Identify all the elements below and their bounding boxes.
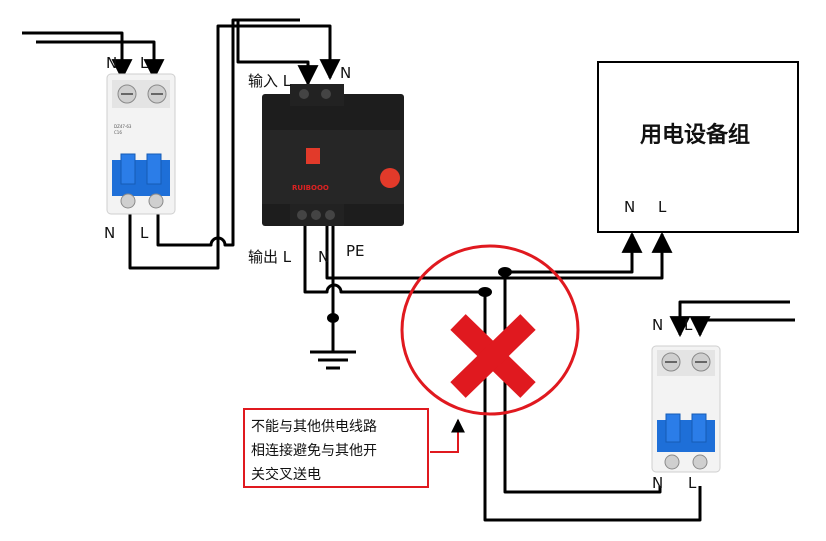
warning-line-3: 关交叉送电 [251,466,321,483]
equipment-group-label: 用电设备组 [640,122,750,148]
breaker-rating-text: C16 [114,130,122,135]
left-breaker-top-n-label: N [106,54,117,72]
equipment-l-label: L [658,198,667,216]
right-breaker [651,345,721,473]
right-supply-n-wire [669,300,790,338]
protector-pe-label: PE [346,242,365,260]
right-breaker-top-n-label: N [652,316,663,334]
test-button-icon [380,168,400,188]
equipment-n-label: N [624,198,635,216]
brand-text: RUIBOOO [292,184,329,192]
led-red [306,148,320,164]
protector-out-n-wire [325,226,673,280]
right-supply-l-wire [689,316,795,338]
protector-input-l-route [233,18,319,87]
left-breaker: DZ47-63 C16 [106,73,176,215]
junction-dots [327,267,512,323]
warning-line-1: 不能与其他供电线路 [251,419,377,435]
protector-input-n-label: N [340,64,351,82]
ground-icon [310,350,356,370]
protector-output-label: 输出 L [248,248,292,266]
warning-line-2: 相连接避免与其他开 [251,442,377,459]
left-breaker-bottom-n-label: N [104,224,115,242]
protector-input-label: 输入 L [248,72,292,90]
breaker-model-text: DZ47-63 [114,124,132,129]
warning-box [243,408,429,488]
junction-dot [327,313,339,323]
left-breaker-l-out-wire [156,18,300,247]
protector-device: RUIBOOO [262,84,404,226]
left-breaker-top-l-label: L [140,54,149,72]
warning-pointer [430,418,465,453]
left-supply-l-wire [36,40,165,81]
equipment-n-feed-wire [505,231,643,274]
right-breaker-top-l-label: L [684,316,693,334]
left-supply-n-wire [22,31,133,81]
forbidden-cross-icon [450,314,536,398]
junction-dot [498,267,512,277]
protector-output-n-label: N [318,248,329,266]
junction-dot [478,287,492,297]
right-breaker-bottom-n-label: N [652,474,663,492]
forbidden-circle-icon [400,244,580,416]
left-breaker-n-out-wire [128,24,341,270]
right-breaker-bottom-l-label: L [688,474,697,492]
wires [22,18,795,522]
left-breaker-bottom-l-label: L [140,224,149,242]
equipment-group-box [597,61,799,233]
